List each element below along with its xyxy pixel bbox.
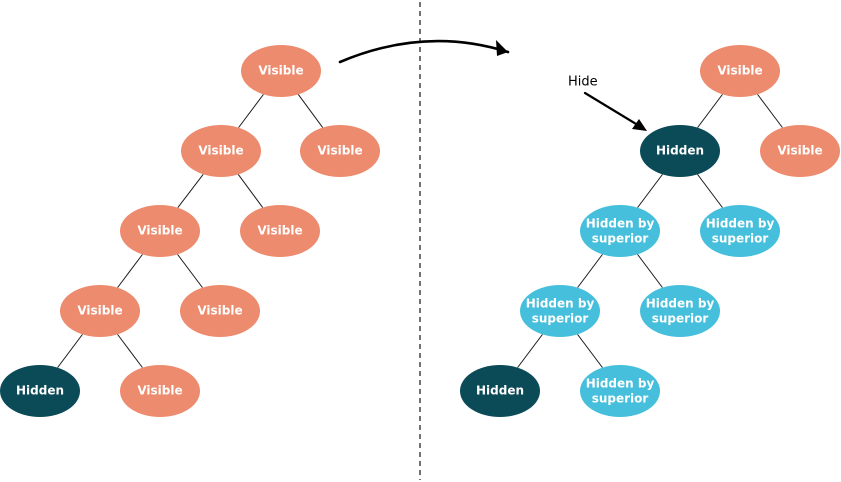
- tree-edge: [117, 254, 143, 288]
- tree-node-hidden[interactable]: Hidden: [640, 125, 720, 177]
- node-shape: [180, 285, 260, 337]
- transformation-arrow-group: [338, 39, 510, 64]
- tree-edge: [297, 94, 324, 128]
- edges-layer: [57, 94, 783, 368]
- node-shape: [300, 125, 380, 177]
- hide-callout-group: Hide: [568, 75, 647, 131]
- node-shape: [640, 125, 720, 177]
- node-shape: [240, 205, 320, 257]
- tree-node-visible[interactable]: Visible: [760, 125, 840, 177]
- tree-edge: [637, 254, 663, 288]
- tree-edge: [577, 334, 603, 368]
- tree-node-visible[interactable]: Visible: [120, 205, 200, 257]
- tree-node-visible[interactable]: Visible: [181, 125, 261, 177]
- hide-arrow-line: [583, 91, 643, 129]
- hide-arrow-head-icon: [632, 119, 647, 131]
- tree-node-visible[interactable]: Visible: [700, 45, 780, 97]
- node-shape: [760, 125, 840, 177]
- tree-node-visible[interactable]: Visible: [240, 205, 320, 257]
- node-shape: [700, 45, 780, 97]
- tree-node-visible[interactable]: Visible: [241, 45, 321, 97]
- tree-edge: [577, 254, 603, 288]
- tree-node-hidden[interactable]: Hidden: [0, 365, 80, 417]
- node-shape: [460, 365, 540, 417]
- node-shape: [700, 205, 780, 257]
- tree-node-visible[interactable]: Visible: [120, 365, 200, 417]
- node-shape: [580, 205, 660, 257]
- node-shape: [181, 125, 261, 177]
- tree-edge: [697, 174, 723, 208]
- tree-edge: [697, 94, 723, 128]
- node-shape: [580, 365, 660, 417]
- node-shape: [0, 365, 80, 417]
- tree-edge: [637, 174, 663, 208]
- tree-edge: [238, 94, 264, 128]
- tree-edge: [57, 334, 83, 368]
- node-shape: [60, 285, 140, 337]
- tree-edge: [177, 173, 204, 209]
- tree-edge: [237, 174, 264, 208]
- tree-edge: [517, 334, 543, 368]
- tree-edge: [117, 334, 143, 368]
- tree-edge: [177, 254, 203, 288]
- node-shape: [120, 205, 200, 257]
- tree-edge: [757, 94, 783, 128]
- transformation-arrow-curve: [338, 39, 510, 64]
- tree-node-visible[interactable]: Visible: [60, 285, 140, 337]
- tree-node-hidden[interactable]: Hidden: [460, 365, 540, 417]
- node-shape: [120, 365, 200, 417]
- node-shape: [241, 45, 321, 97]
- hide-annotation-label: Hide: [568, 75, 598, 90]
- node-shape: [520, 285, 600, 337]
- tree-node-visible[interactable]: Visible: [180, 285, 260, 337]
- transformation-arrow-head-icon: [496, 40, 508, 56]
- tree-node-visible[interactable]: Visible: [300, 125, 380, 177]
- node-shape: [640, 285, 720, 337]
